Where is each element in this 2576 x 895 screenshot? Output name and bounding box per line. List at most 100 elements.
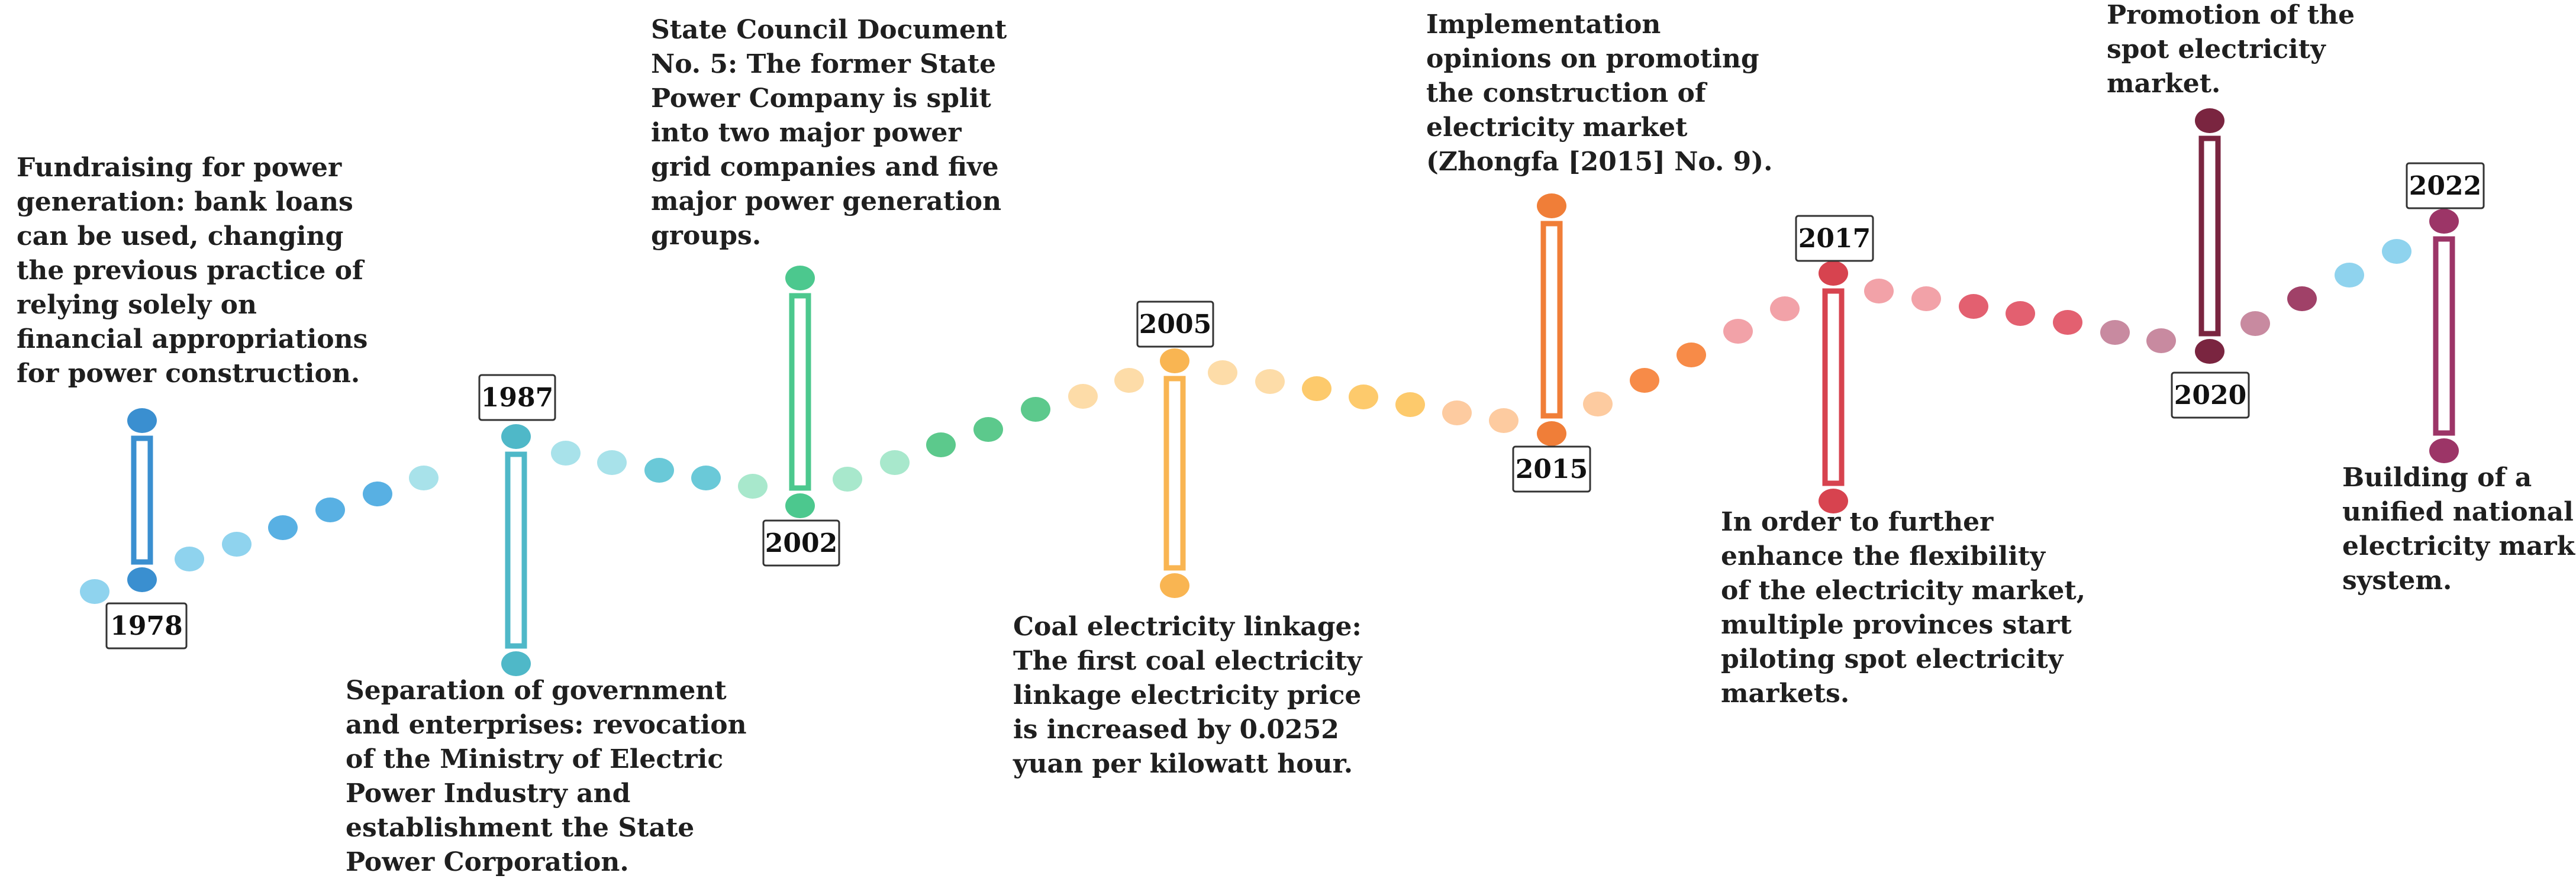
path-dot [268, 515, 298, 540]
milestone-bar [1822, 288, 1845, 486]
description-line: piloting spot electricity [1721, 644, 2064, 674]
path-dot [551, 441, 581, 466]
description-line: opinions on promoting [1426, 44, 1759, 74]
description-line: Promotion of the [2107, 0, 2355, 30]
description-line: generation: bank loans [17, 187, 353, 217]
description-line: market. [2107, 69, 2220, 99]
description-line: yuan per kilowatt hour. [1013, 749, 1353, 779]
milestone-top-dot [501, 424, 531, 449]
year-label: 2020 [2174, 380, 2246, 411]
event-description-2022: Building of a unified national electricity… [2342, 463, 2576, 596]
description-line: Power Industry and [346, 778, 630, 809]
milestone-bottom-dot [501, 651, 531, 676]
path-dot [926, 432, 956, 457]
path-dot [880, 450, 910, 475]
description-line: establishment the State [346, 813, 694, 843]
description-line: groups. [651, 221, 761, 251]
event-description-2005: Coal electricity linkage:The first coal … [1013, 612, 1363, 779]
milestone-2005: 2005 [1136, 301, 1214, 598]
year-label-box [2406, 162, 2485, 209]
path-dot [2382, 239, 2411, 264]
description-line: relying solely on [17, 290, 257, 320]
description-line: Separation of government [346, 676, 727, 706]
path-dot [1630, 368, 1659, 393]
description-line: electricity market [2342, 531, 2576, 561]
path-dot [1723, 319, 1753, 344]
path-dot [363, 482, 392, 506]
description-line: and enterprises: revocation [346, 710, 747, 740]
description-line: unified national [2342, 497, 2574, 527]
milestone-bar [2198, 135, 2221, 337]
path-dot [222, 532, 252, 557]
path-dot [973, 417, 1003, 442]
description-line: enhance the flexibility [1721, 541, 2046, 571]
milestone-bottom-dot [1819, 489, 1848, 513]
description-line: linkage electricity price [1013, 680, 1361, 710]
description-line: (Zhongfa [2015] No. 9). [1426, 147, 1772, 177]
year-label: 1978 [110, 611, 182, 641]
path-dot [1442, 400, 1472, 425]
milestone-bar [1540, 221, 1563, 419]
year-label-box [762, 519, 840, 567]
timeline-path-dots [80, 239, 2411, 604]
path-dot [2335, 263, 2364, 287]
year-label: 2015 [1516, 454, 1588, 484]
path-dot [691, 466, 721, 490]
year-label-box [105, 602, 188, 650]
milestone-bottom-dot [1537, 421, 1566, 446]
milestone-bar [505, 451, 527, 649]
milestone-bar [2433, 236, 2455, 436]
path-dot [409, 466, 439, 490]
path-dot [1114, 368, 1144, 393]
year-label-box [1795, 215, 1874, 262]
year-label: 1987 [481, 383, 553, 413]
milestone-2022: 2022 [2406, 162, 2485, 463]
milestone-2020: 2020 [2171, 108, 2250, 419]
year-label: 2005 [1139, 309, 1211, 340]
year-label-box [2171, 371, 2250, 419]
path-dot [175, 547, 204, 571]
path-dot [738, 474, 768, 499]
path-dot [1583, 392, 1613, 416]
milestone-top-dot [785, 266, 815, 290]
event-description-2017: In order to further enhance the flexibili… [1721, 507, 2085, 709]
path-dot [80, 579, 109, 604]
description-line: spot electricity [2107, 34, 2326, 64]
milestone-bar [131, 435, 153, 565]
description-line: is increased by 0.0252 [1013, 715, 1339, 745]
path-dot [1395, 392, 1425, 417]
description-line: financial appropriations [17, 324, 367, 354]
path-dot [1208, 360, 1237, 385]
milestone-bar [789, 293, 811, 491]
description-line: for power construction. [17, 358, 360, 389]
description-line: Implementation [1426, 9, 1661, 40]
event-description-1987: Separation of government and enterprises:… [346, 676, 747, 877]
path-dot [1349, 385, 1378, 409]
description-line: the previous practice of [17, 256, 365, 286]
milestone-bottom-dot [1160, 573, 1189, 598]
milestone-1987: 1987 [478, 374, 556, 676]
milestone-2015: 2015 [1512, 193, 1591, 493]
milestone-top-dot [1819, 261, 1848, 286]
path-dot [1489, 408, 1518, 433]
description-line: In order to further [1721, 507, 1994, 537]
milestone-top-dot [1537, 193, 1566, 218]
description-line: can be used, changing [17, 221, 343, 251]
milestone-top-dot [127, 408, 157, 433]
description-line: markets. [1721, 678, 1849, 709]
year-label: 2022 [2409, 171, 2481, 201]
description-line: Power Company is split [651, 83, 991, 114]
description-line: The first coal electricity [1013, 646, 1363, 676]
year-label: 2002 [765, 528, 837, 558]
description-line: of the electricity market, [1721, 576, 2085, 606]
path-dot [1911, 286, 1941, 311]
path-dot [2240, 311, 2270, 336]
path-dot [1677, 343, 1706, 367]
path-dot [2006, 301, 2035, 326]
path-dot [2100, 320, 2130, 345]
milestone-bottom-dot [2429, 438, 2459, 463]
description-line: Building of a [2342, 463, 2532, 493]
